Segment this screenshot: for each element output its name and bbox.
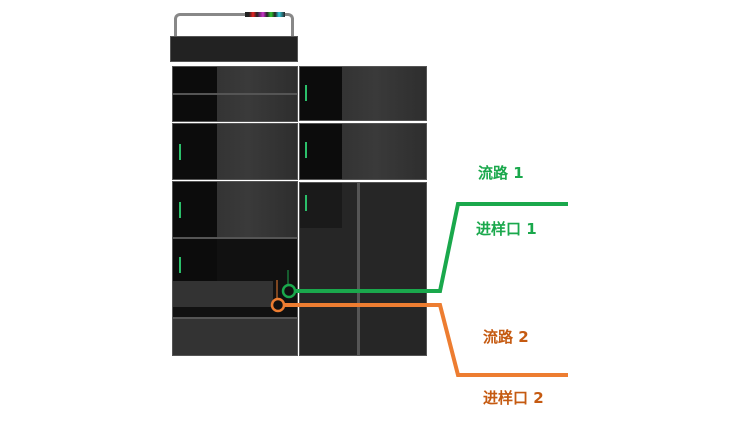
solvent-tray-handle: [174, 13, 294, 37]
flow-path-2-label: 流路 2: [483, 328, 529, 346]
detector-2: [299, 123, 427, 180]
injection-port-2-label: 进样口 2: [483, 389, 544, 407]
pump-2: [172, 181, 298, 238]
flow-path-1-line: [295, 202, 568, 293]
injection-port-2-marker: [270, 297, 286, 313]
pump-1: [172, 123, 298, 180]
autosampler: [172, 238, 298, 318]
base-module: [172, 318, 298, 356]
flow-path-1-label: 流路 1: [478, 164, 524, 182]
detector-1: [299, 66, 427, 121]
module-degasser: [172, 66, 298, 94]
flow-path-2-line: [283, 303, 568, 377]
injection-port-1-marker: [281, 283, 297, 299]
injection-port-1-label: 进样口 1: [476, 220, 537, 238]
solvent-tray: [170, 36, 298, 62]
column-oven: [299, 182, 427, 356]
tube-connectors: [245, 12, 285, 17]
module-2: [172, 94, 298, 122]
